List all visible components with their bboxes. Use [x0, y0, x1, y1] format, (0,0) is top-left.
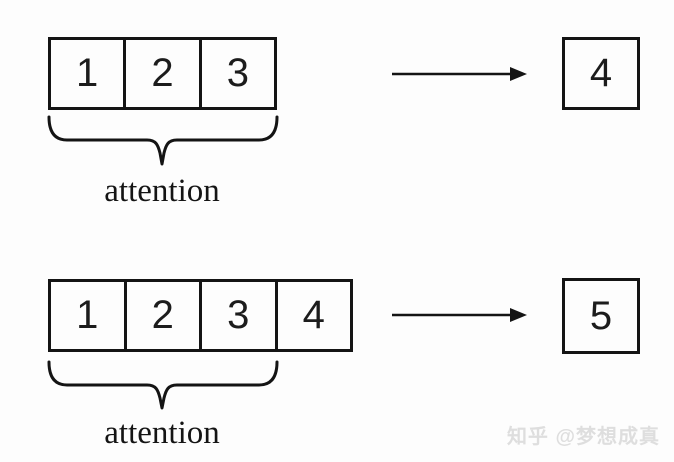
input-sequence-bottom: 1 2 3 4 — [48, 279, 353, 352]
sequence-cell: 3 — [199, 282, 275, 349]
arrow-top-icon — [392, 67, 527, 81]
input-sequence-top: 1 2 3 — [48, 37, 277, 110]
output-cell-bottom: 5 — [562, 278, 640, 354]
underbrace-bottom-icon — [47, 360, 279, 410]
underbrace-top-icon — [47, 115, 279, 166]
sequence-cell: 1 — [76, 51, 99, 95]
arrow-bottom-icon — [392, 308, 527, 322]
watermark: 知乎 @梦想成真 — [506, 426, 660, 448]
sequence-cell: 2 — [123, 282, 200, 349]
attention-label-top: attention — [104, 173, 220, 209]
sequence-cell: 4 — [274, 282, 351, 349]
attention-label-bottom: attention — [104, 415, 220, 451]
sequence-cell: 3 — [198, 40, 274, 107]
sequence-cell: 1 — [76, 293, 99, 337]
sequence-cell: 2 — [123, 40, 198, 107]
output-cell-top: 4 — [562, 37, 640, 110]
